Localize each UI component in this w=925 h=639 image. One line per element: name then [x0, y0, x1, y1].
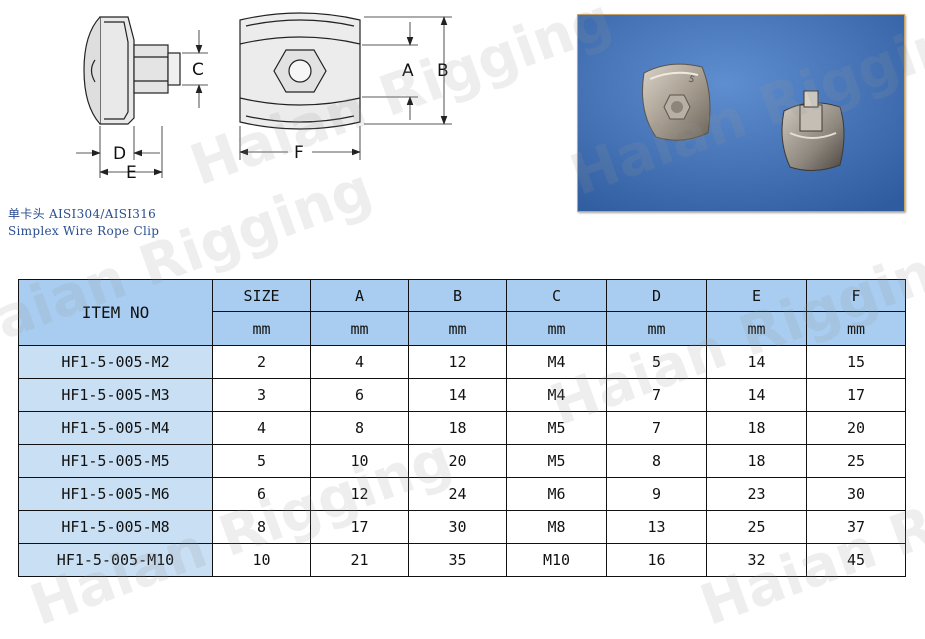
table-cell: M6 [506, 477, 607, 511]
front-view [239, 12, 452, 160]
table-cell: 3 [212, 378, 311, 412]
table-cell: 21 [310, 543, 409, 577]
table-cell: 30 [408, 510, 507, 544]
unit-cell: mm [408, 311, 507, 346]
table-cell: 4 [212, 411, 311, 445]
table-cell: 25 [706, 510, 807, 544]
table-cell: 17 [310, 510, 409, 544]
item-number-cell: HF1-5-005-M6 [18, 477, 213, 511]
column-header: B [408, 279, 507, 312]
table-cell: 37 [806, 510, 906, 544]
table-cell: 35 [408, 543, 507, 577]
table-cell: 20 [408, 444, 507, 478]
table-cell: M10 [506, 543, 607, 577]
unit-cell: mm [706, 311, 807, 346]
column-header: C [506, 279, 607, 312]
technical-drawing: C A B D E F [0, 0, 460, 200]
table-cell: 7 [606, 378, 707, 412]
dim-label-d: D [113, 144, 126, 164]
product-photo: 5 [577, 14, 905, 212]
table-cell: 12 [408, 345, 507, 379]
table-cell: 30 [806, 477, 906, 511]
table-cell: M4 [506, 345, 607, 379]
table-cell: 18 [706, 411, 807, 445]
table-cell: 25 [806, 444, 906, 478]
unit-cell: mm [506, 311, 607, 346]
unit-cell: mm [212, 311, 311, 346]
item-number-cell: HF1-5-005-M8 [18, 510, 213, 544]
table-cell: 6 [310, 378, 409, 412]
table-cell: 8 [212, 510, 311, 544]
table-cell: 32 [706, 543, 807, 577]
dim-label-e: E [126, 163, 137, 183]
column-header: F [806, 279, 906, 312]
table-row: HF1-5-005-M3 3 6 14 M4 7 14 17 [18, 378, 906, 412]
table-row: HF1-5-005-M8 8 17 30 M8 13 25 37 [18, 510, 906, 544]
dim-label-c: C [192, 60, 204, 80]
column-header: D [606, 279, 707, 312]
column-header: A [310, 279, 409, 312]
item-number-cell: HF1-5-005-M2 [18, 345, 213, 379]
table-cell: 20 [806, 411, 906, 445]
table-cell: 6 [212, 477, 311, 511]
table-cell: 16 [606, 543, 707, 577]
clip-photo-right [781, 90, 845, 171]
item-number-cell: HF1-5-005-M4 [18, 411, 213, 445]
table-cell: 5 [606, 345, 707, 379]
item-number-cell: HF1-5-005-M10 [18, 543, 213, 577]
table-cell: 18 [706, 444, 807, 478]
table-cell: 2 [212, 345, 311, 379]
table-cell: 12 [310, 477, 409, 511]
column-header: E [706, 279, 807, 312]
table-cell: 24 [408, 477, 507, 511]
caption-material: 单卡头 AISI304/AISI316 [8, 207, 157, 221]
table-cell: M5 [506, 444, 607, 478]
product-caption: 单卡头 AISI304/AISI316 Simplex Wire Rope Cl… [8, 206, 159, 240]
table-cell: M8 [506, 510, 607, 544]
unit-cell: mm [806, 311, 906, 346]
table-cell: 23 [706, 477, 807, 511]
table-cell: 14 [408, 378, 507, 412]
table-cell: 8 [606, 444, 707, 478]
wire-rope-clip-diagram: C A B D E F [76, 12, 452, 183]
table-cell: M5 [506, 411, 607, 445]
specification-table: ITEM NO SIZE A B C D E F mm mm mm mm mm … [18, 279, 906, 577]
table-cell: 4 [310, 345, 409, 379]
side-view [76, 16, 208, 178]
table-cell: 10 [310, 444, 409, 478]
table-row: HF1-5-005-M2 2 4 12 M4 5 14 15 [18, 345, 906, 379]
clip-photo-left: 5 [642, 63, 711, 141]
table-cell: 15 [806, 345, 906, 379]
item-number-cell: HF1-5-005-M5 [18, 444, 213, 478]
table-cell: 45 [806, 543, 906, 577]
svg-text:5: 5 [687, 74, 696, 85]
dim-label-a: A [402, 61, 414, 81]
product-photo-image: 5 [578, 15, 904, 211]
table-row: HF1-5-005-M6 6 12 24 M6 9 23 30 [18, 477, 906, 511]
dim-label-f: F [294, 143, 304, 163]
table-cell: 9 [606, 477, 707, 511]
unit-cell: mm [606, 311, 707, 346]
table-row: HF1-5-005-M5 5 10 20 M5 8 18 25 [18, 444, 906, 478]
column-header: SIZE [212, 279, 311, 312]
caption-product-name: Simplex Wire Rope Clip [8, 224, 160, 238]
table-cell: 14 [706, 345, 807, 379]
unit-cell: mm [310, 311, 409, 346]
table-row: HF1-5-005-M4 4 8 18 M5 7 18 20 [18, 411, 906, 445]
table-cell: 14 [706, 378, 807, 412]
table-header-row: ITEM NO SIZE A B C D E F [18, 279, 906, 346]
dim-label-b: B [437, 61, 449, 81]
table-cell: 8 [310, 411, 409, 445]
table-cell: 18 [408, 411, 507, 445]
table-cell: M4 [506, 378, 607, 412]
table-cell: 7 [606, 411, 707, 445]
table-cell: 13 [606, 510, 707, 544]
column-header-item-no: ITEM NO [18, 279, 213, 346]
table-cell: 5 [212, 444, 311, 478]
table-cell: 17 [806, 378, 906, 412]
table-cell: 10 [212, 543, 311, 577]
table-row: HF1-5-005-M10 10 21 35 M10 16 32 45 [18, 543, 906, 577]
item-number-cell: HF1-5-005-M3 [18, 378, 213, 412]
